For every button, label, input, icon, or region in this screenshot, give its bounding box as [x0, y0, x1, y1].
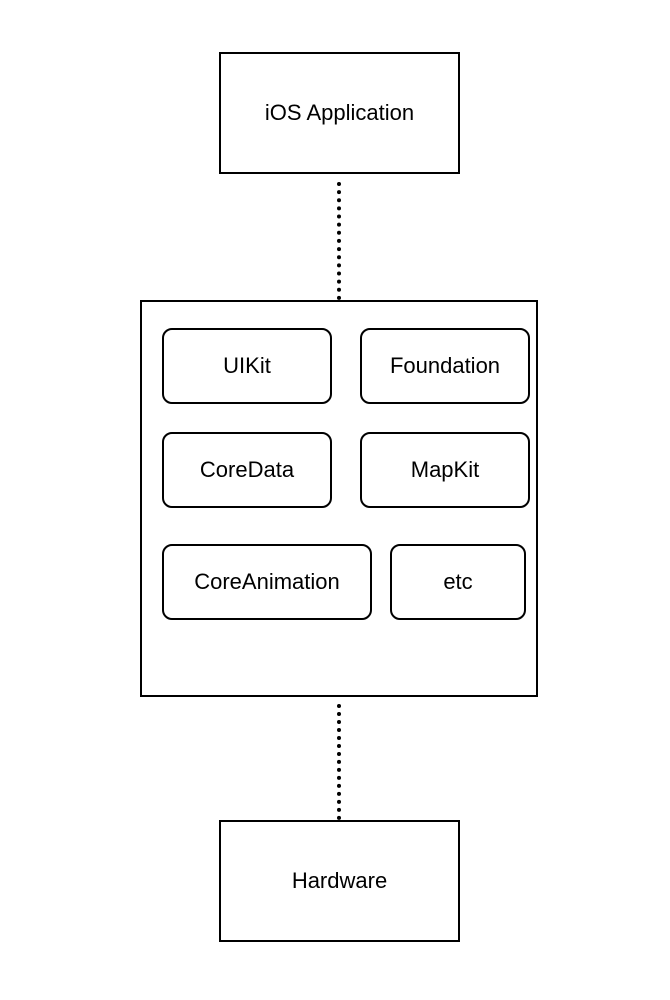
framework-label: Foundation	[389, 353, 501, 378]
framework-label: UIKit	[223, 353, 271, 378]
framework-label: MapKit	[410, 457, 480, 482]
framework-box-mapkit: MapKit	[360, 432, 530, 508]
framework-label: etc	[443, 569, 473, 594]
top-dotted-connector	[337, 182, 341, 300]
framework-box-uikit: UIKit	[162, 328, 332, 404]
hardware-label: Hardware	[291, 868, 388, 893]
framework-label: CoreAnimation	[194, 569, 340, 594]
hardware-box: Hardware	[219, 820, 460, 942]
framework-box-coredata: CoreData	[162, 432, 332, 508]
bottom-dotted-connector	[337, 704, 341, 820]
framework-box-foundation: Foundation	[360, 328, 530, 404]
framework-box-coreanimation: CoreAnimation	[162, 544, 372, 620]
ios-application-box: iOS Application	[219, 52, 460, 174]
framework-box-etc: etc	[390, 544, 526, 620]
framework-label: CoreData	[199, 457, 295, 482]
ios-application-label: iOS Application	[264, 100, 415, 125]
